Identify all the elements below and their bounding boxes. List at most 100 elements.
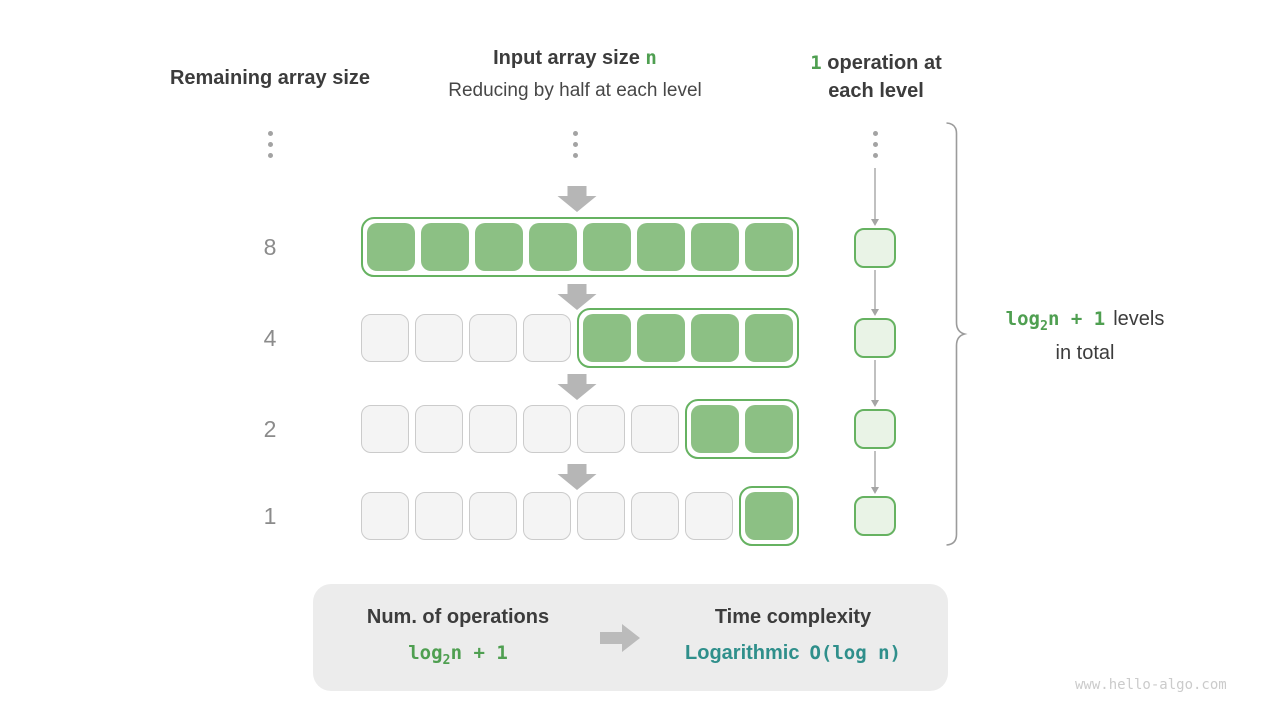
array-cell-empty	[361, 405, 409, 453]
levels-brace	[946, 122, 968, 546]
header-center-line2: Reducing by half at each level	[448, 80, 702, 101]
array-cell-active	[745, 405, 793, 453]
flow-arrowhead-icon	[871, 400, 879, 407]
num-operations-block: Num. of operations log2n + 1	[313, 604, 603, 673]
formula-suffix: n + 1	[450, 642, 508, 664]
flow-arrowhead-icon	[871, 309, 879, 316]
array-cell-active	[583, 223, 631, 271]
array-cell-active	[691, 405, 739, 453]
log-formula: log2n + 1	[408, 642, 508, 668]
time-complexity-title: Time complexity	[714, 606, 872, 628]
array-cell-active	[691, 314, 739, 362]
operation-box-level-4	[854, 496, 896, 536]
time-complexity-block: Time complexity Logarithmic O(log n)	[643, 604, 943, 666]
array-cell-active	[637, 314, 685, 362]
complexity-bigo: O(log n)	[809, 642, 901, 664]
array-cell-empty	[523, 405, 571, 453]
time-complexity-value: Logarithmic O(log n)	[643, 641, 943, 666]
header-right-line2: each level	[828, 80, 924, 102]
remaining-size-label: 1	[263, 502, 277, 529]
array-cell-empty	[415, 405, 463, 453]
remaining-size-label: 4	[263, 324, 277, 351]
array-cell-active	[367, 223, 415, 271]
array-row-2: 2	[250, 398, 799, 460]
array-cell-empty	[361, 492, 409, 540]
dot	[572, 131, 578, 136]
array-cell-empty	[577, 405, 625, 453]
header-one-operation: 1 operation at each level	[776, 49, 976, 105]
log-formula: log2n + 1	[1005, 308, 1106, 334]
dot	[267, 131, 273, 136]
header-right-line1: 1 operation at	[776, 49, 976, 77]
array-cell-empty	[469, 405, 517, 453]
header-left-text: Remaining array size	[169, 67, 371, 89]
array-cell-active	[745, 492, 793, 540]
header-remaining-array-size: Remaining array size	[120, 64, 420, 92]
active-subarray-outline	[361, 217, 799, 277]
array-row-1: 1	[250, 485, 799, 547]
implies-arrow-icon	[600, 624, 640, 652]
levels-line2: in total	[1055, 341, 1115, 364]
array-cell-active	[421, 223, 469, 271]
dot	[872, 142, 878, 147]
array-cell-active	[745, 223, 793, 271]
levels-line1: log2n + 1 levels	[985, 306, 1185, 340]
formula-prefix: log	[408, 642, 443, 664]
array-cells	[361, 217, 799, 277]
array-cell-empty	[361, 314, 409, 362]
operation-box-level-2	[854, 318, 896, 358]
header-input-array-size: Input array size n Reducing by half at e…	[425, 44, 725, 104]
num-operations-formula: log2n + 1	[313, 641, 603, 673]
levels-word: levels	[1113, 308, 1165, 330]
complexity-name: Logarithmic	[685, 642, 800, 664]
active-subarray-outline	[577, 308, 799, 368]
formula-sub: 2	[1039, 318, 1048, 334]
header-center-prefix: Input array size	[493, 47, 646, 69]
array-cells	[361, 308, 799, 368]
header-right-one-accent: 1	[810, 52, 822, 74]
array-cell-active	[475, 223, 523, 271]
flow-arrowhead-icon	[871, 487, 879, 494]
array-cell-empty	[523, 314, 571, 362]
array-row-8: 8	[250, 216, 799, 278]
flow-arrowhead-icon	[871, 219, 879, 226]
array-cell-active	[529, 223, 577, 271]
array-cells	[361, 399, 799, 459]
levels-total-label: log2n + 1 levels in total	[985, 306, 1185, 367]
array-cell-empty	[631, 405, 679, 453]
array-cell-empty	[415, 314, 463, 362]
dot	[572, 153, 578, 158]
formula-sub: 2	[442, 652, 451, 668]
array-cell-empty	[577, 492, 625, 540]
remaining-size-label: 2	[263, 415, 277, 442]
watermark: www.hello-algo.com	[1075, 677, 1227, 693]
remaining-size-label: 8	[263, 233, 277, 260]
active-subarray-outline	[685, 399, 799, 459]
array-cell-empty	[685, 492, 733, 540]
down-arrow-icon	[557, 374, 597, 400]
ellipsis-dots-left	[267, 131, 273, 158]
header-right-rest: operation at	[821, 52, 942, 74]
array-cells	[361, 486, 799, 546]
dot	[572, 142, 578, 147]
header-center-n-accent: n	[645, 47, 657, 69]
header-center-line1: Input array size n	[425, 44, 725, 72]
array-cell-active	[745, 314, 793, 362]
num-operations-title: Num. of operations	[366, 606, 550, 628]
ellipsis-dots-center	[572, 131, 578, 158]
array-cell-active	[637, 223, 685, 271]
array-cell-empty	[415, 492, 463, 540]
array-cell-active	[691, 223, 739, 271]
down-arrow-icon	[557, 186, 597, 212]
summary-panel: Num. of operations log2n + 1 Time comple…	[313, 584, 948, 691]
ellipsis-dots-right	[872, 131, 878, 158]
active-subarray-outline	[739, 486, 799, 546]
operation-box-level-3	[854, 409, 896, 449]
dot	[267, 142, 273, 147]
formula-prefix: log	[1005, 308, 1040, 330]
dot	[872, 131, 878, 136]
array-cell-empty	[523, 492, 571, 540]
array-cell-empty	[631, 492, 679, 540]
array-row-4: 4	[250, 307, 799, 369]
